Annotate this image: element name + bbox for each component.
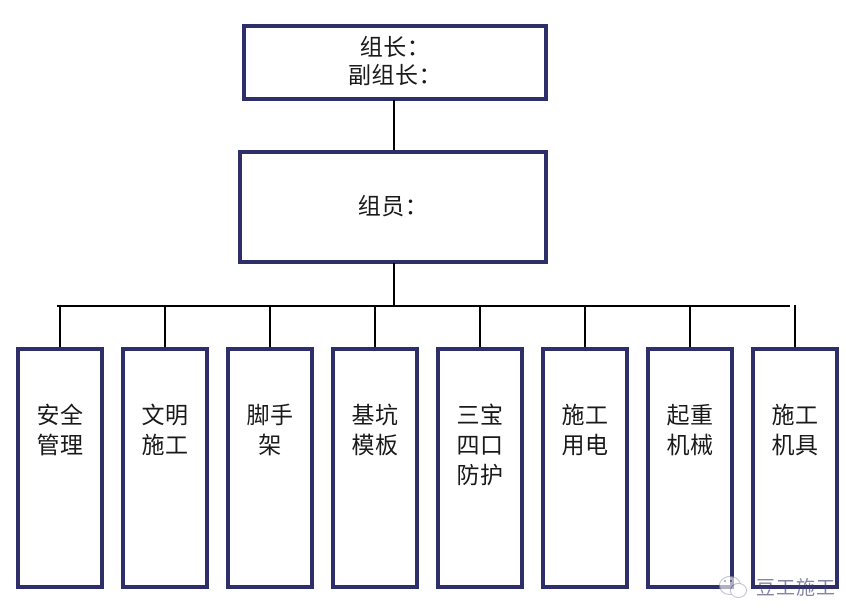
node-scaffolding-label: 脚手 架 (246, 403, 294, 458)
node-scaffolding-box[interactable]: 脚手 架 (226, 347, 314, 589)
node-civilized-construction-box[interactable]: 文明 施工 (121, 347, 209, 589)
node-construction-tools-box[interactable]: 施工 机具 (751, 347, 839, 589)
connector-members-to-bus (393, 263, 395, 306)
node-construction-power-box[interactable]: 施工 用电 (541, 347, 629, 589)
node-foundation-pit-formwork-box[interactable]: 基坑 模板 (331, 347, 419, 589)
node-safety-management-label: 安全 管理 (36, 403, 84, 458)
node-safety-management-box[interactable]: 安全 管理 (16, 347, 104, 589)
connector-bus-to-scaffolding (269, 305, 271, 348)
connector-bus-to-foundation-pit-formwork (374, 305, 376, 348)
node-civilized-construction-label: 文明 施工 (141, 403, 189, 458)
node-lifting-machinery-label: 起重 机械 (666, 403, 714, 458)
node-three-treasures-four-openings-box[interactable]: 三宝 四口 防护 (436, 347, 524, 589)
connector-bus-to-safety-management (59, 305, 61, 348)
connector-bus-to-civilized-construction (164, 305, 166, 348)
node-members-box[interactable]: 组员： (238, 150, 548, 264)
node-construction-power-label: 施工 用电 (561, 403, 609, 458)
node-leader-label: 组长： 副组长： (348, 35, 442, 88)
node-members-label: 组员： (357, 194, 429, 220)
connector-leader-to-members (393, 100, 395, 151)
node-foundation-pit-formwork-label: 基坑 模板 (351, 403, 399, 458)
node-leader-box[interactable]: 组长： 副组长： (242, 24, 548, 101)
connector-bus-to-three-treasures-four-openings (479, 305, 481, 348)
connector-horizontal-bus (57, 305, 790, 307)
connector-bus-to-lifting-machinery (689, 305, 691, 348)
node-construction-tools-label: 施工 机具 (771, 403, 819, 458)
connector-bus-to-construction-power (584, 305, 586, 348)
node-three-treasures-four-openings-label: 三宝 四口 防护 (456, 403, 504, 488)
node-lifting-machinery-box[interactable]: 起重 机械 (646, 347, 734, 589)
connector-bus-to-construction-tools (794, 305, 796, 348)
